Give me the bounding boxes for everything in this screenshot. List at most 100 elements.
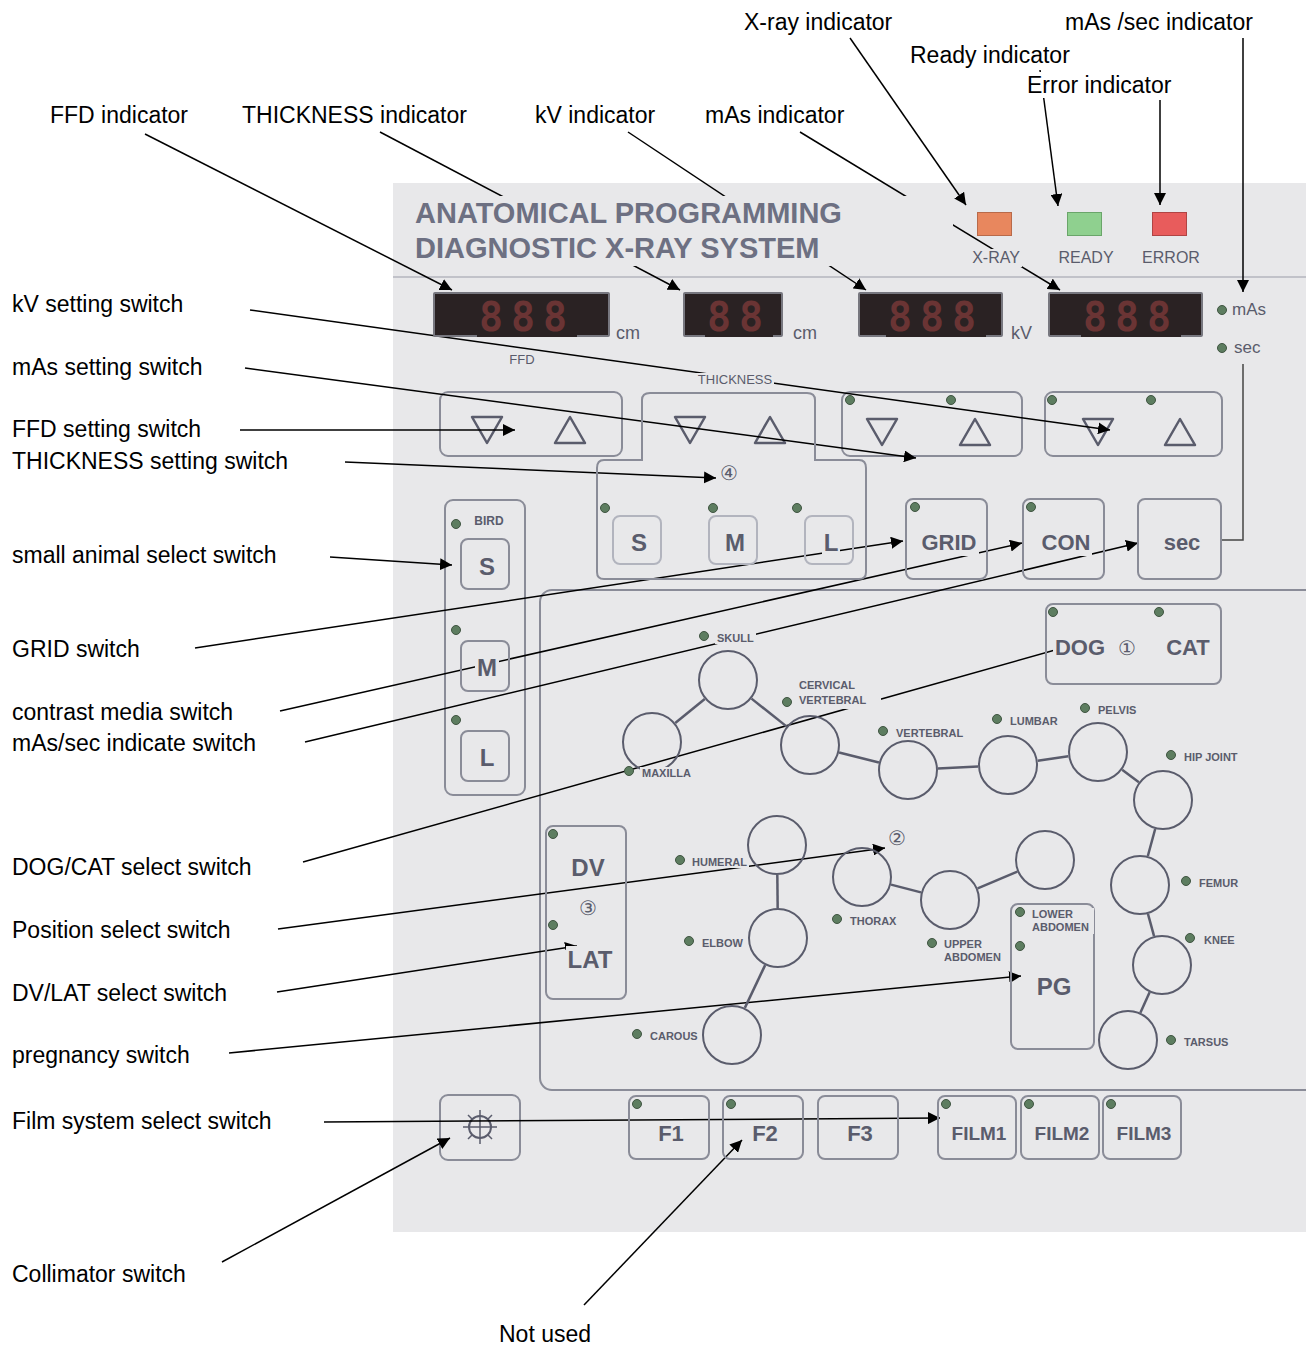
leader-line <box>229 976 1021 1053</box>
button-label: L <box>822 529 841 557</box>
sec-bracket <box>1222 364 1243 540</box>
led-lamp <box>700 632 709 641</box>
button-label: READY <box>1056 249 1115 267</box>
collimator-symbol <box>463 1110 497 1144</box>
leader-line <box>280 543 1022 711</box>
button-label: ③ <box>577 897 599 920</box>
leader-line <box>305 543 1138 742</box>
position-circle: ELBOW <box>748 908 808 968</box>
segment-digits: 888 <box>477 297 577 337</box>
led-lamp <box>1155 608 1164 617</box>
film-button: FILM2 <box>1020 1095 1100 1160</box>
position-label: PELVIS <box>1096 704 1138 717</box>
position-label: HUMERAL <box>690 856 749 869</box>
panel-face <box>393 183 1306 1232</box>
callout-label: Film system select switch <box>10 1108 273 1134</box>
position-circle: HIP JOINT <box>1133 770 1193 830</box>
led-lamp <box>549 921 558 930</box>
indicator-label: mAs <box>1230 300 1268 320</box>
led-lamp <box>879 727 888 736</box>
thickness-group: ④SML <box>596 392 867 580</box>
callout-label: Ready indicator <box>908 42 1072 68</box>
connector-line <box>891 885 921 893</box>
button-label: FILM3 <box>1115 1123 1174 1145</box>
led-lamp <box>1218 344 1227 353</box>
connector-line <box>1122 770 1139 782</box>
kv-switch-group <box>842 392 1022 456</box>
position-circle: VERTEBRAL <box>878 740 938 800</box>
callout-label: DOG/CAT select switch <box>10 854 253 880</box>
animal-size-button: M <box>460 640 510 692</box>
callout-label: kV setting switch <box>10 291 185 317</box>
led-lamp <box>601 504 610 513</box>
callout-label: pregnancy switch <box>10 1042 192 1068</box>
callout-label: Not used <box>497 1321 593 1347</box>
animal-size-button: L <box>460 730 510 782</box>
display-text: cm <box>791 323 819 344</box>
animal-size-button: BIRDS <box>460 538 510 590</box>
button-label: ① <box>1116 637 1138 660</box>
led-lamp <box>625 767 634 776</box>
leader-line <box>145 134 452 290</box>
position-label: KNEE <box>1202 934 1237 947</box>
segment-digits: 888 <box>1081 297 1181 337</box>
button-label: M <box>723 529 747 557</box>
button-label: CON <box>1040 530 1093 555</box>
led-lamp <box>833 915 842 924</box>
button-label: CAT <box>1164 635 1212 660</box>
ffd-switch-group <box>440 392 622 456</box>
connector-line <box>1140 992 1149 1012</box>
panel-divider <box>393 276 1306 278</box>
position-label: LUMBAR <box>1008 715 1060 728</box>
position-label: SKULL <box>715 632 756 645</box>
led-lamp <box>1186 934 1195 943</box>
position-label: ELBOW <box>700 937 745 950</box>
button-label: sec <box>1162 530 1203 555</box>
ffd-display: 888cmFFD <box>433 292 610 337</box>
led-lamp <box>1049 608 1058 617</box>
button-label: F3 <box>845 1121 875 1146</box>
button-label: FILM1 <box>950 1123 1009 1145</box>
position-circle: FEMUR <box>1110 855 1170 915</box>
led-lamp <box>1147 396 1156 405</box>
leader-line <box>222 1138 450 1262</box>
led-lamp <box>1167 1036 1176 1045</box>
position-circle: MAXILLA <box>622 712 682 772</box>
led-lamp <box>452 520 461 529</box>
led-lamp <box>685 937 694 946</box>
callout-label: mAs /sec indicator <box>1063 9 1255 35</box>
group-outline <box>597 393 866 579</box>
position-circle: HUMERAL <box>747 815 807 875</box>
position-circle: SKULL <box>698 650 758 710</box>
button-label: GRID <box>920 530 979 555</box>
function-button: F3 <box>817 1095 899 1160</box>
leader-line <box>240 429 515 431</box>
button-label: L <box>478 744 497 772</box>
connector-line <box>1148 914 1154 936</box>
led-lamp <box>452 716 461 725</box>
callout-label: THICKNESS indicator <box>240 102 469 128</box>
position-circle: CERVICAL VERTEBRAL <box>780 715 840 775</box>
callout-label: X-ray indicator <box>742 9 894 35</box>
button-label: F1 <box>656 1121 686 1146</box>
connector-line <box>1148 829 1155 856</box>
size-button: M <box>708 515 758 565</box>
display-text: kV <box>1009 323 1034 344</box>
button-label: PG <box>1035 973 1074 1001</box>
contrast-button: CON <box>1022 498 1105 580</box>
down-triangle <box>1083 419 1113 445</box>
collimator-button <box>440 1095 520 1160</box>
position-label: CAROUS <box>648 1030 700 1043</box>
led-lamp <box>783 698 792 707</box>
position-circle: LUMBAR <box>978 735 1038 795</box>
up-triangle <box>1165 419 1195 445</box>
callout-label: mAs indicator <box>703 102 846 128</box>
position-label: MAXILLA <box>640 767 693 780</box>
error-lamp: ERROR <box>1152 212 1187 236</box>
button-label: ④ <box>718 462 740 485</box>
leader-line <box>1242 38 1244 292</box>
position-label: VERTEBRAL <box>894 727 965 740</box>
button-label: LAT <box>566 946 615 974</box>
connector-line <box>978 872 1018 889</box>
